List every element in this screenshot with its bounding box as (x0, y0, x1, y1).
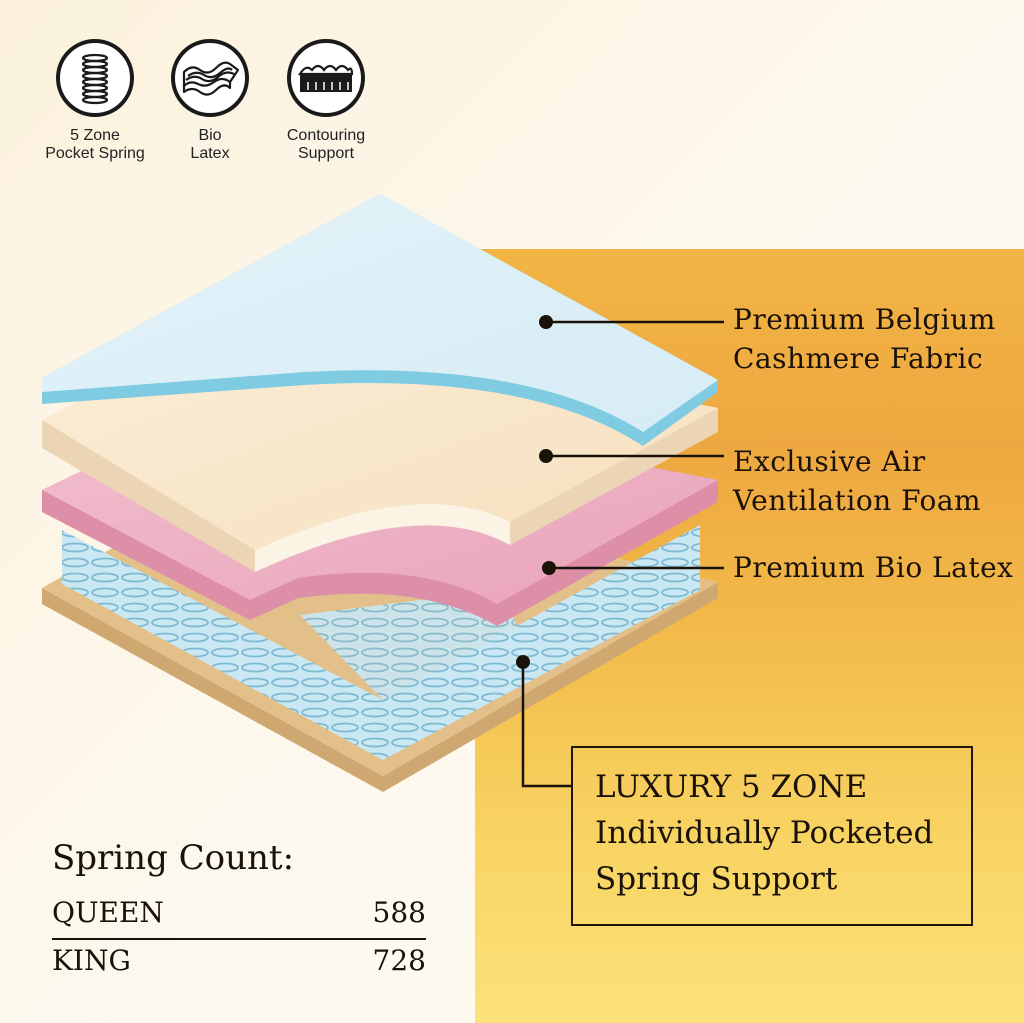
bio-latex-icon (171, 39, 249, 117)
label-foam-line2: Ventilation Foam (733, 484, 982, 517)
label-fabric: Premium Belgium Cashmere Fabric (733, 300, 996, 378)
feature-line-2: Individually Pocketed (595, 815, 934, 851)
size-label: QUEEN (52, 896, 164, 929)
spring-support-box: LUXURY 5 ZONE Individually Pocketed Spri… (571, 746, 973, 926)
spring-count-title: Spring Count: (52, 838, 295, 878)
size-label: KING (52, 944, 131, 977)
icon-label-bio-latex: Bio Latex (190, 127, 230, 162)
icon-label-contouring: Contouring Support (286, 127, 366, 162)
callout-dots (516, 315, 556, 669)
label-latex: Premium Bio Latex (733, 548, 1013, 587)
label-fabric-line1: Premium Belgium (733, 303, 996, 336)
icon-label-pocket-spring: 5 Zone Pocket Spring (45, 127, 145, 162)
label-fabric-line2: Cashmere Fabric (733, 342, 984, 375)
feature-line-3: Spring Support (595, 861, 838, 897)
contouring-support-icon (287, 39, 365, 117)
spring-count-row-queen: QUEEN 588 (52, 896, 426, 936)
label-foam-line1: Exclusive Air (733, 445, 926, 478)
spring-count-value: 728 (372, 944, 426, 977)
fabric-layer (42, 194, 718, 446)
spring-count-value: 588 (372, 896, 426, 929)
spring-layer (62, 525, 700, 760)
feature-icon-bio-latex: Bio Latex (145, 38, 275, 163)
feature-line-1: LUXURY 5 ZONE (595, 769, 868, 805)
spring-count-row-king: KING 728 (52, 944, 426, 984)
feature-icon-contouring: Contouring Support (261, 38, 391, 163)
feature-icon-pocket-spring: 5 Zone Pocket Spring (30, 38, 160, 163)
row-divider (52, 938, 426, 940)
label-foam: Exclusive Air Ventilation Foam (733, 442, 981, 520)
label-latex-line1: Premium Bio Latex (733, 551, 1014, 584)
callout-lines (521, 320, 724, 788)
pocket-spring-icon (56, 39, 134, 117)
